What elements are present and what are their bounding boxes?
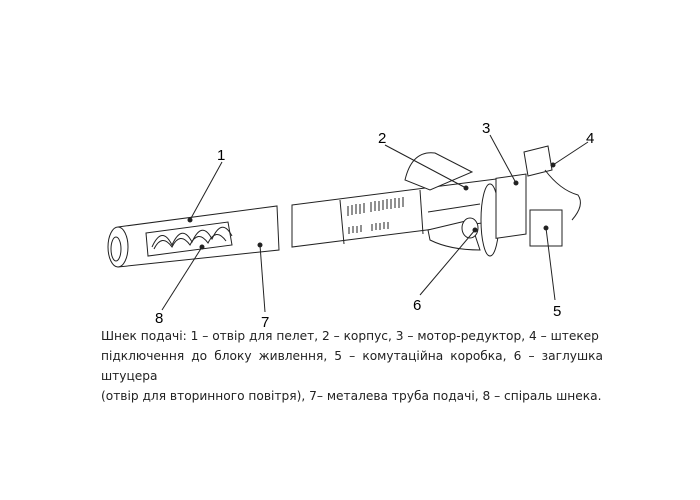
callout-3: 3 <box>482 120 490 137</box>
feed-tube-right <box>291 145 581 257</box>
caption-line: підключення до блоку живлення, 5 – комут… <box>101 349 603 383</box>
caption-line: Шнек подачі: 1 – отвір для пелет, 2 – ко… <box>101 329 599 343</box>
callout-8: 8 <box>155 310 163 327</box>
figure-caption: Шнек подачі: 1 – отвір для пелет, 2 – ко… <box>101 326 603 406</box>
auger-spiral <box>151 226 233 250</box>
callout-5: 5 <box>553 303 561 320</box>
caption-line: (отвір для вторинного повітря), 7– метал… <box>101 389 602 403</box>
leader-lines <box>161 134 589 313</box>
callout-7: 7 <box>261 314 269 331</box>
callout-6: 6 <box>413 297 421 314</box>
feed-tube-left <box>107 205 280 268</box>
callout-1: 1 <box>217 147 225 164</box>
callout-2: 2 <box>378 130 386 147</box>
callout-4: 4 <box>586 130 594 147</box>
